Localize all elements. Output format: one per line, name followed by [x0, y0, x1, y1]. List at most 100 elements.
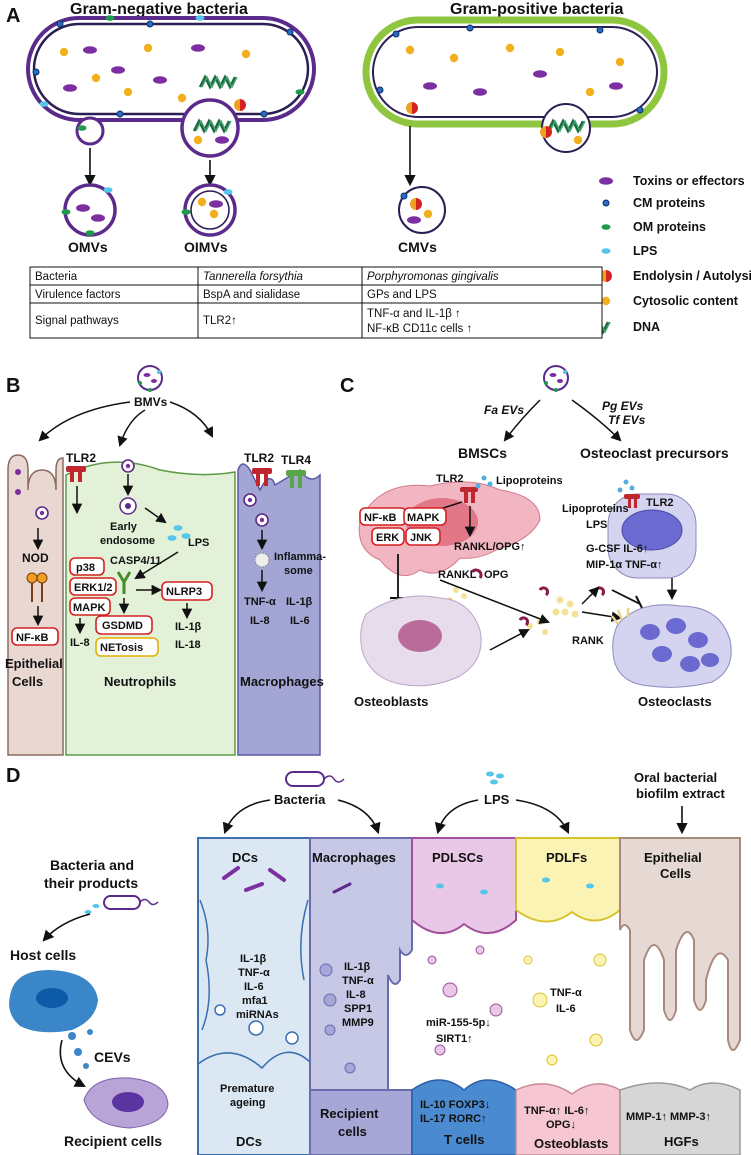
pdlscs-bottom-1: IL-17 RORC↑: [420, 1113, 487, 1125]
tlr2-receptor-icon: [66, 466, 86, 482]
il8-b-neutro: IL-8: [70, 637, 90, 649]
dcs-bottom-2: DCs: [236, 1134, 262, 1149]
pdlfs-item-1: IL-6: [556, 1003, 576, 1015]
gram-negative-bacterium: [26, 15, 316, 158]
tlr4-mac-icon: [286, 470, 306, 488]
p38-label: p38: [76, 562, 95, 574]
panel-b-letter: B: [6, 375, 20, 397]
epithelial-title-2: Cells: [12, 674, 43, 689]
osteoclast-cell: [611, 604, 732, 688]
panel-a-letter: A: [6, 5, 20, 27]
table-signal-pg-2: NF-κB CD11c cells ↑: [367, 323, 472, 335]
products-2: their products: [44, 875, 138, 891]
macrophage-cell-b: TLR2 TLR4 Inflamma- some TNF-α IL-1β IL-…: [237, 451, 326, 756]
bacteria-d-label: Bacteria: [274, 792, 326, 807]
pdlscs-item-1: SIRT1↑: [436, 1033, 473, 1045]
tlr2-c-2-label: TLR2: [646, 497, 674, 509]
il18-neutro: IL-18: [175, 639, 201, 651]
inflammasome-icon: [254, 552, 270, 568]
column-pdlscs: PDLSCs miR-155-5p↓ SIRT1↑ IL-10 FOXP3↓ I…: [411, 837, 517, 1155]
nfkb-c: NF-κB: [364, 512, 396, 524]
casp-label: CASP4/11: [110, 555, 161, 567]
factors-c-2: MIP-1α TNF-α↑: [586, 559, 662, 571]
osteoblast-cell: [360, 595, 482, 687]
rankl-opg-label: RANKL/OPG↑: [454, 541, 526, 553]
lps-b: LPS: [188, 537, 209, 549]
pdlfs-title: PDLFs: [546, 850, 587, 865]
cmv-label: CMVs: [398, 239, 437, 255]
tlr2-c-label: TLR2: [436, 473, 464, 485]
legend-toxins: Toxins or effectors: [633, 174, 745, 188]
neutrophil-cell: TLR2 Early endosome LPS CASP4/11 p38 ERK…: [65, 451, 236, 756]
table-signal-tf: TLR2↑: [203, 315, 237, 327]
dcs-item-1: TNF-α: [238, 967, 270, 979]
bacterium-d-left-icon: [84, 895, 159, 914]
tlr4-mac-label: TLR4: [281, 453, 311, 467]
macrophages-d-title: Macrophages: [312, 850, 396, 865]
fa-evs-label: Fa EVs: [484, 403, 524, 417]
mapk-b-label: MAPK: [73, 602, 105, 614]
table-header-pg: Porphyromonas gingivalis: [367, 271, 499, 283]
erk12-label: ERK1/2: [74, 582, 113, 594]
column-pdlfs: PDLFs TNF-α IL-6 TNF-α↑ IL-6↑ OPG↓ Osteo…: [515, 837, 621, 1155]
oimv-vesicle: [181, 183, 237, 237]
panel-c-letter: C: [340, 375, 354, 397]
pdlfs-item-0: TNF-α: [550, 987, 582, 999]
bacteria-table: Bacteria Tannerella forsythia Porphyromo…: [29, 266, 603, 339]
dcs-item-2: IL-6: [244, 981, 264, 993]
tnfa-mac-b: TNF-α: [244, 596, 276, 608]
neutrophils-title: Neutrophils: [104, 674, 176, 689]
nfkb-b: NF-κB: [16, 632, 48, 644]
bacterium-icon: [285, 771, 345, 787]
dcs-item-0: IL-1β: [240, 953, 267, 965]
mac-item-3: SPP1: [344, 1003, 372, 1015]
casp-icon: [116, 571, 132, 594]
osteoclasts-c-label: Osteoclasts: [638, 694, 712, 709]
mac-item-1: TNF-α: [342, 975, 374, 987]
pdlscs-item-0: miR-155-5p↓: [426, 1017, 491, 1029]
table-virulence-tf: BspA and sialidase: [203, 289, 300, 301]
netosis-label: NETosis: [100, 642, 143, 654]
macrophages-b-title: Macrophages: [240, 674, 324, 689]
jnk-c: JNK: [410, 532, 432, 544]
lipoproteins-c-1: Lipoproteins: [496, 475, 563, 487]
mac-item-4: MMP9: [342, 1017, 374, 1029]
tlr2-mac-label: TLR2: [244, 451, 274, 465]
epithelial-d-title-1: Epithelial: [644, 850, 702, 865]
gsdmd-label: GSDMD: [102, 620, 143, 632]
epithelial-cell-b: NOD NF-κB Epithelial Cells: [5, 454, 64, 756]
tlr2-precursor-icon: [624, 494, 640, 508]
recipient-cell: [83, 1077, 169, 1129]
oral-extract-2: biofilm extract: [636, 786, 726, 801]
tlr2-bmsc-icon: [460, 487, 478, 503]
lipoproteins-c-2: Lipoproteins: [562, 503, 629, 515]
dcs-item-4: miRNAs: [236, 1009, 279, 1021]
column-macrophages: Macrophages IL-1β TNF-α IL-8 SPP1 MMP9 R…: [309, 837, 413, 1155]
il1b-mac-b: IL-1β: [286, 596, 313, 608]
gram-negative-title: Gram-negative bacteria: [70, 1, 248, 18]
oral-extract-1: Oral bacterial: [634, 770, 717, 785]
gram-positive-title: Gram-positive bacteria: [450, 1, 624, 18]
rankl-c-label: RANKL: [438, 569, 477, 581]
pdlfs-bottom-1: OPG↓: [546, 1119, 576, 1131]
legend-endolysin: Endolysin / Autolysin: [633, 269, 751, 283]
rank-label: RANK: [572, 635, 604, 647]
cevs-label: CEVs: [94, 1049, 131, 1065]
dcs-bottom-0: Premature: [220, 1083, 274, 1095]
epithelial-bottom-1: HGFs: [664, 1134, 699, 1149]
opg-c-label: OPG: [484, 569, 508, 581]
epithelial-title-1: Epithelial: [5, 656, 63, 671]
mapk-c: MAPK: [407, 512, 439, 524]
mac-item-0: IL-1β: [344, 961, 371, 973]
dcs-title: DCs: [232, 850, 258, 865]
il8-mac-b: IL-8: [250, 615, 270, 627]
lps-d-label: LPS: [484, 792, 510, 807]
table-virulence-label: Virulence factors: [35, 289, 121, 301]
bmvs-label: BMVs: [134, 395, 168, 409]
osteoclast-precursors-label: Osteoclast precursors: [580, 445, 729, 461]
table-header-bacteria: Bacteria: [35, 271, 78, 283]
pdlfs-bottom-0: TNF-α↑ IL-6↑: [524, 1105, 589, 1117]
il1b-neutro: IL-1β: [175, 621, 202, 633]
pdlfs-bottom-2: Osteoblasts: [534, 1136, 608, 1151]
lps-c-label: LPS: [586, 519, 607, 531]
